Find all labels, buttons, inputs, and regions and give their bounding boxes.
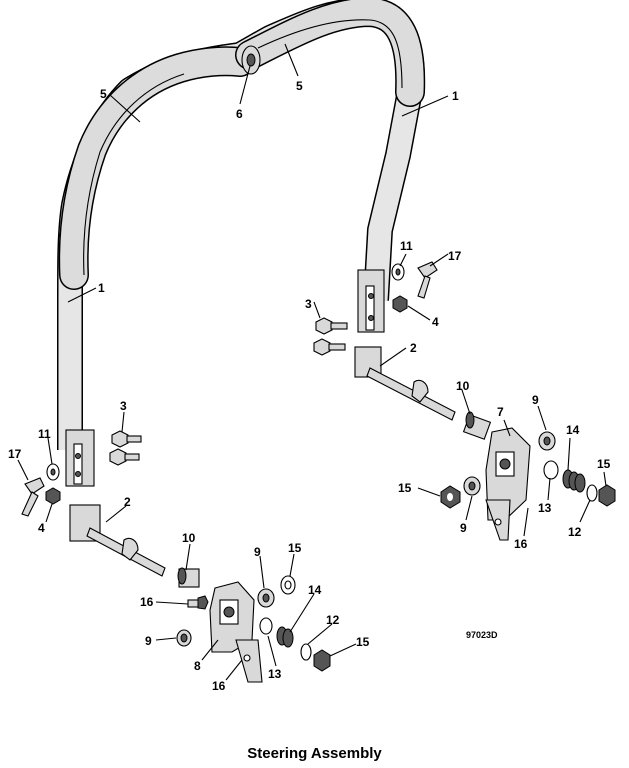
callout-16: 16 bbox=[212, 679, 226, 693]
callout-15: 15 bbox=[398, 481, 412, 495]
right-pivot-plate bbox=[485, 427, 531, 541]
callout-14: 14 bbox=[308, 583, 322, 597]
callout-13: 13 bbox=[268, 667, 282, 681]
callout-1: 1 bbox=[452, 89, 459, 103]
callout-15: 15 bbox=[597, 457, 611, 471]
callout-8: 8 bbox=[194, 659, 201, 673]
callout-17: 17 bbox=[448, 249, 462, 263]
left-upper-bracket bbox=[65, 429, 95, 487]
right-upper-bracket bbox=[357, 269, 385, 333]
right-pivot-hardware bbox=[440, 431, 616, 509]
callout-10: 10 bbox=[456, 379, 470, 393]
right-upper-hardware bbox=[313, 261, 438, 356]
callout-15: 15 bbox=[288, 541, 302, 555]
callout-9: 9 bbox=[145, 634, 152, 648]
callout-9: 9 bbox=[254, 545, 261, 559]
diagram-caption: Steering Assembly bbox=[247, 745, 382, 762]
right-bushing bbox=[462, 411, 492, 440]
callout-1: 1 bbox=[98, 281, 105, 295]
callout-6: 6 bbox=[236, 107, 243, 121]
callout-5: 5 bbox=[296, 79, 303, 93]
left-shaft bbox=[69, 504, 166, 577]
callout-15: 15 bbox=[356, 635, 370, 649]
callout-9: 9 bbox=[460, 521, 467, 535]
callout-3: 3 bbox=[120, 399, 127, 413]
callout-16: 16 bbox=[140, 595, 154, 609]
callout-14: 14 bbox=[566, 423, 580, 437]
left-pivot-plate bbox=[209, 581, 263, 683]
callout-labels: 5 6 5 1 1 11 17 3 4 2 10 9 7 14 15 15 9 … bbox=[8, 79, 611, 693]
callout-2: 2 bbox=[410, 341, 417, 355]
right-shaft bbox=[354, 346, 456, 421]
callout-2: 2 bbox=[124, 495, 131, 509]
figure-code: 97023D bbox=[466, 630, 498, 640]
tube-connector bbox=[241, 45, 261, 75]
left-upper-hardware bbox=[21, 430, 142, 517]
handle-bar-tubes bbox=[57, 0, 426, 450]
callout-12: 12 bbox=[326, 613, 340, 627]
callout-10: 10 bbox=[182, 531, 196, 545]
callout-4: 4 bbox=[432, 315, 439, 329]
callout-12: 12 bbox=[568, 525, 582, 539]
left-bushing bbox=[177, 567, 200, 588]
callout-13: 13 bbox=[538, 501, 552, 515]
callout-11: 11 bbox=[400, 239, 413, 253]
callout-4: 4 bbox=[38, 521, 45, 535]
callout-5: 5 bbox=[100, 87, 107, 101]
callout-9: 9 bbox=[532, 393, 539, 407]
leader-lines bbox=[17, 43, 607, 681]
callout-7: 7 bbox=[497, 405, 504, 419]
callout-16: 16 bbox=[514, 537, 528, 551]
callout-3: 3 bbox=[305, 297, 312, 311]
callout-11: 11 bbox=[38, 427, 51, 441]
left-pivot-hardware bbox=[176, 575, 331, 672]
callout-17: 17 bbox=[8, 447, 22, 461]
